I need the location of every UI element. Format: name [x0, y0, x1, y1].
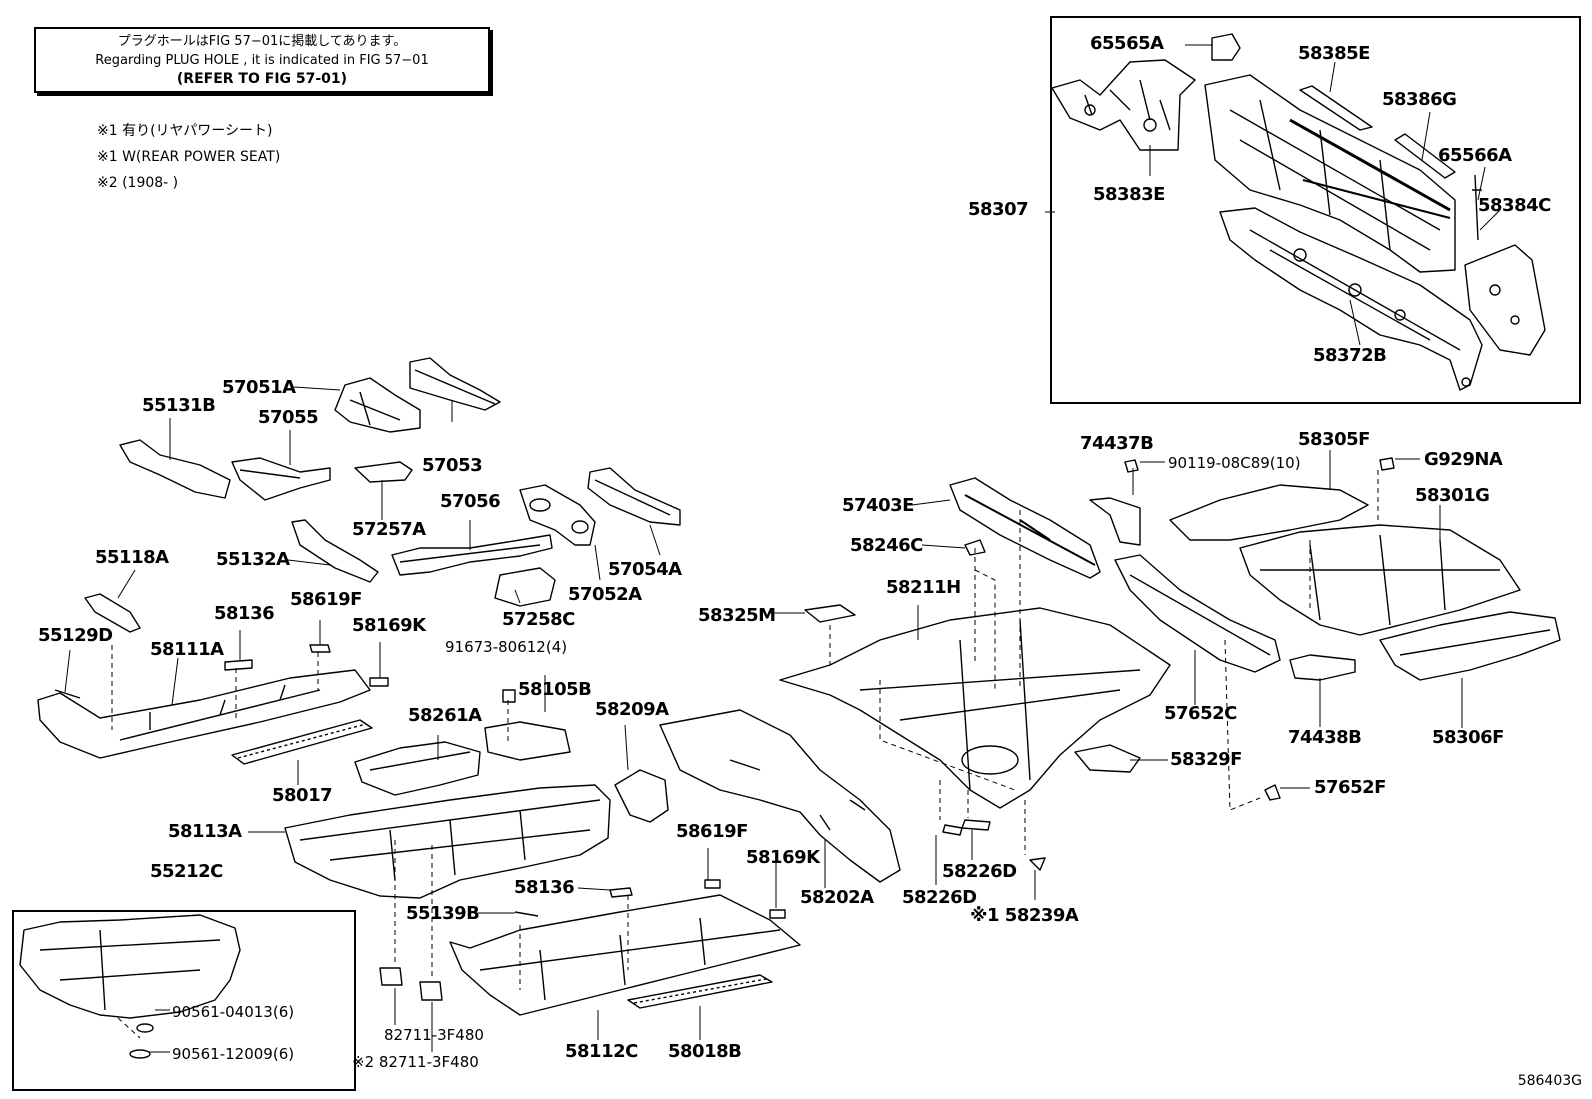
label-58372B: 58372B: [1313, 345, 1387, 366]
label-58619F-b: 58619F: [676, 821, 748, 842]
label-55129D: 55129D: [38, 625, 113, 646]
front-floor-right: [449, 887, 801, 1016]
label-58211H: 58211H: [886, 577, 961, 598]
label-57403E: 57403E: [842, 495, 914, 516]
legend-line-3: ※2 (1908- ): [97, 175, 179, 191]
label-58111A: 58111A: [150, 639, 224, 660]
label-58169K-a: 58169K: [352, 615, 426, 636]
label-55212C: 55212C: [150, 861, 223, 882]
label-57652C: 57652C: [1164, 703, 1237, 724]
label-58246C: 58246C: [850, 535, 923, 556]
silencer-inset-part: [19, 914, 443, 1059]
label-58305F: 58305F: [1298, 429, 1370, 450]
label-58209A: 58209A: [595, 699, 669, 720]
label-58239A: ※1 58239A: [970, 905, 1079, 926]
tunnel-silencer: [284, 709, 901, 919]
dash-panel-parts: [1051, 33, 1546, 391]
label-55118A: 55118A: [95, 547, 169, 568]
label-G929NA: G929NA: [1424, 449, 1503, 470]
label-90561-04013: 90561-04013(6): [172, 1003, 295, 1021]
label-58619F-a: 58619F: [290, 589, 362, 610]
label-58385E: 58385E: [1298, 43, 1370, 64]
label-82711-3F480-a: 82711-3F480: [384, 1026, 484, 1044]
label-57258C: 57258C: [502, 609, 575, 630]
crossmember-parts: [84, 357, 681, 633]
label-58105B: 58105B: [518, 679, 592, 700]
label-57054A: 57054A: [608, 559, 682, 580]
legend: ※1 有り(リヤパワーシート) ※1 W(REAR POWER SEAT) ※2…: [97, 118, 280, 196]
label-58018B: 58018B: [668, 1041, 742, 1062]
label-58325M: 58325M: [698, 605, 776, 626]
legend-line-1: ※1 有り(リヤパワーシート): [97, 123, 273, 139]
label-74438B: 74438B: [1288, 727, 1362, 748]
label-55132A: 55132A: [216, 549, 290, 570]
label-57051A: 57051A: [222, 377, 296, 398]
inset-a-leaders: [1045, 44, 1501, 346]
label-65565A: 65565A: [1090, 33, 1164, 54]
label-90119-08C89: 90119-08C89(10): [1168, 454, 1301, 472]
label-65566A: 65566A: [1438, 145, 1512, 166]
label-58136-b: 58136: [514, 877, 575, 898]
front-floor-left: [37, 644, 571, 796]
note-refer: (REFER TO FIG 57-01): [176, 71, 348, 87]
label-58261A: 58261A: [408, 705, 482, 726]
label-58113A: 58113A: [168, 821, 242, 842]
label-55139B: 55139B: [406, 903, 480, 924]
dashed-assembly-lines: [111, 470, 1379, 1039]
label-58306F: 58306F: [1432, 727, 1504, 748]
label-58384C: 58384C: [1478, 195, 1551, 216]
legend-line-2: ※1 W(REAR POWER SEAT): [97, 149, 281, 165]
label-91673-80612: 91673-80612(4): [445, 638, 568, 656]
figure-code: 586403G: [1517, 1073, 1582, 1089]
label-58386G: 58386G: [1382, 89, 1457, 110]
label-58329F: 58329F: [1170, 749, 1242, 770]
label-57053: 57053: [422, 455, 483, 476]
label-58383E: 58383E: [1093, 184, 1165, 205]
rear-floor-parts: [779, 457, 1561, 871]
silencer-inset-frame: [12, 910, 356, 1091]
label-58301G: 58301G: [1415, 485, 1490, 506]
label-57056: 57056: [440, 491, 501, 512]
label-58169K-b: 58169K: [746, 847, 820, 868]
label-57257A: 57257A: [352, 519, 426, 540]
plug-hole-note: プラグホールはFIG 57−01に掲載してあります。 Regarding PLU…: [34, 27, 490, 93]
label-58226D-b: 58226D: [902, 887, 977, 908]
label-58307: 58307: [968, 199, 1029, 220]
dash-panel-inset-frame: [1050, 16, 1581, 404]
label-57055: 57055: [258, 407, 319, 428]
label-58202A: 58202A: [800, 887, 874, 908]
label-58112C: 58112C: [565, 1041, 638, 1062]
label-90561-12009: 90561-12009(6): [172, 1045, 295, 1063]
note-english: Regarding PLUG HOLE , it is indicated in…: [95, 53, 429, 68]
label-74437B: 74437B: [1080, 433, 1154, 454]
note-japanese: プラグホールはFIG 57−01に掲載してあります。: [117, 34, 407, 49]
label-57652F: 57652F: [1314, 777, 1386, 798]
label-55131B: 55131B: [142, 395, 216, 416]
label-57052A: 57052A: [568, 584, 642, 605]
leader-lines: [64, 386, 1463, 1053]
label-58136-a: 58136: [214, 603, 275, 624]
label-82711-3F480-b: ※2 82711-3F480: [352, 1053, 479, 1071]
label-58226D-a: 58226D: [942, 861, 1017, 882]
label-58017: 58017: [272, 785, 333, 806]
